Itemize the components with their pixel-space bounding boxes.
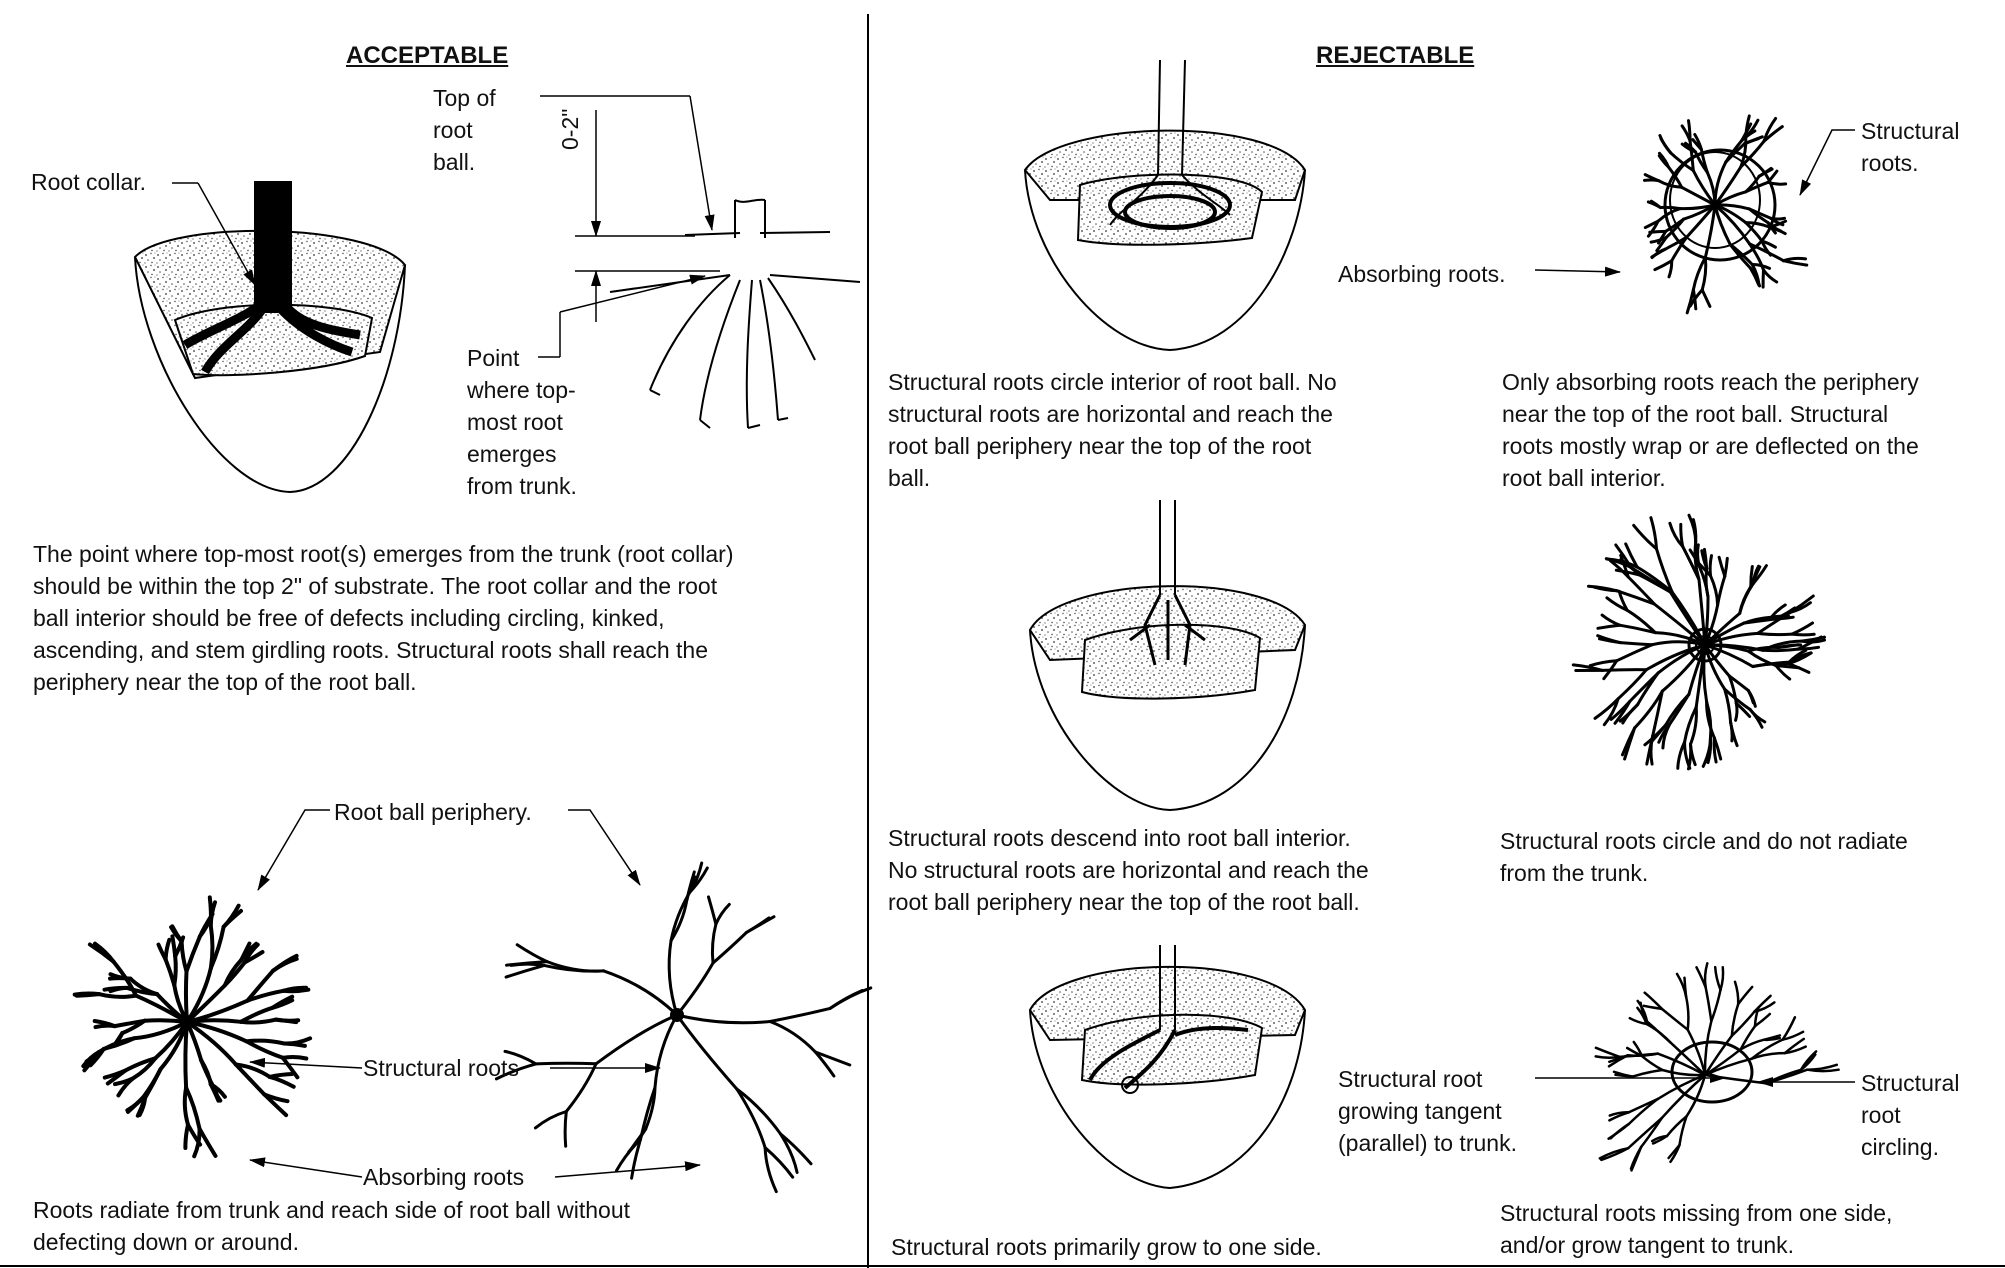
circle-interior-caption: Structural roots circle interior of root… — [888, 366, 1337, 494]
missing-side-caption: Structural roots missing from one side, … — [1500, 1197, 1892, 1261]
rejectable-heading: REJECTABLE — [1316, 42, 1474, 70]
reject-pot-descending — [1030, 500, 1305, 810]
acceptable-plan-leaders — [250, 810, 700, 1177]
root-ball-periphery-label: Root ball periphery. — [334, 796, 532, 828]
reject-plan-wrapped — [1645, 116, 1807, 313]
absorbing-roots-label: Absorbing roots — [363, 1161, 524, 1193]
structural-roots-label: Structural roots — [363, 1052, 519, 1084]
only-absorbing-caption: Only absorbing roots reach the periphery… — [1502, 366, 1919, 494]
point-emerges-label: Point where top- most root emerges from … — [467, 342, 577, 502]
acceptable-heading: ACCEPTABLE — [346, 42, 508, 70]
acceptable-root-plan-dense — [75, 897, 310, 1156]
roots-radiate-caption: Roots radiate from trunk and reach side … — [33, 1194, 630, 1258]
circle-no-radiate-caption: Structural roots circle and do not radia… — [1500, 825, 1908, 889]
acceptable-root-ball — [135, 182, 405, 492]
absorbing-roots-reject-label: Absorbing roots. — [1338, 258, 1505, 290]
descend-caption: Structural roots descend into root ball … — [888, 822, 1369, 918]
one-side-caption: Structural roots primarily grow to one s… — [891, 1231, 1322, 1263]
reject-plan-circling — [1573, 515, 1824, 769]
structural-roots-reject-label: Structural roots. — [1861, 115, 1959, 179]
acceptable-section-detail — [610, 200, 860, 428]
root-collar-label: Root collar. — [31, 166, 146, 198]
circling-label: Structural root circling. — [1861, 1067, 1959, 1163]
top-of-root-ball-label: Top of root ball. — [433, 82, 496, 178]
depth-dimension-label: 0-2" — [554, 109, 586, 150]
reject-plan-missing-side — [1596, 963, 1839, 1170]
reject-pot-one-side — [1030, 945, 1305, 1188]
trunk-dot-dense — [180, 1015, 194, 1029]
tangent-label: Structural root growing tangent (paralle… — [1338, 1063, 1517, 1159]
root-collar-paragraph: The point where top-most root(s) emerges… — [33, 538, 733, 698]
reject-pot-circling — [1025, 60, 1305, 350]
trunk-dot-sparse — [670, 1008, 684, 1022]
acceptable-root-plan-sparse — [496, 863, 870, 1192]
